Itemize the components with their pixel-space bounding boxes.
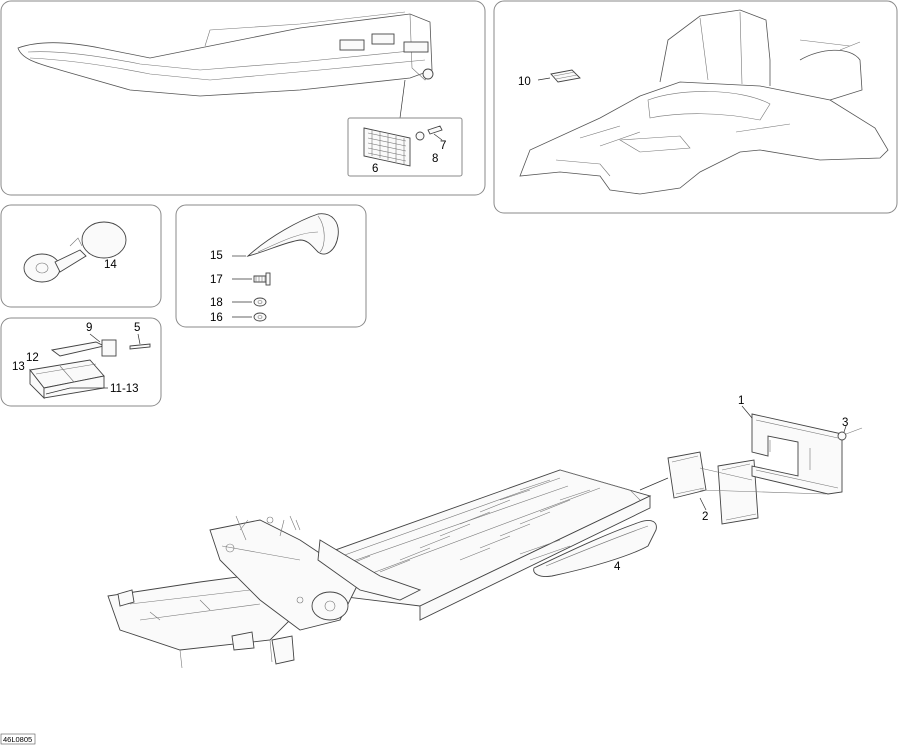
- hand-guard: [246, 213, 339, 257]
- panel-rear-reflector: 7 8 6: [0, 0, 486, 196]
- leader-7: [433, 133, 443, 141]
- steering-bracket: [317, 539, 422, 601]
- callout-6: 6: [372, 163, 378, 175]
- rear-marker-center: [371, 33, 395, 45]
- callout-13: 13: [12, 361, 25, 373]
- reference-code-box: [0, 733, 36, 745]
- bumper-mount-bolt: [422, 68, 434, 80]
- callout-18: 18: [210, 297, 223, 309]
- callout-11-13: 11-13: [110, 383, 139, 395]
- callout-7: 7: [440, 140, 446, 152]
- snow-flap-left: [667, 451, 707, 499]
- horn-base: [23, 253, 61, 283]
- handguard-nut: [253, 312, 267, 322]
- snow-flap-right: [717, 459, 759, 525]
- rear-marker-left: [339, 39, 365, 51]
- handguard-screw: [253, 272, 271, 286]
- leader-2: [639, 477, 707, 511]
- panel-hood: 10: [493, 0, 898, 214]
- drive-axle-housing: [311, 591, 349, 621]
- horn-bell: [81, 221, 127, 259]
- front-frame-mount-right: [271, 635, 295, 665]
- panel-frame-hood: [493, 0, 898, 214]
- callout-1: 1: [738, 395, 744, 407]
- rear-reflector: [363, 127, 411, 167]
- callout-10: 10: [518, 76, 531, 88]
- leader-3: [843, 425, 847, 433]
- callout-16: 16: [210, 312, 223, 324]
- tool-box: [29, 359, 105, 400]
- callout-4: 4: [614, 561, 621, 573]
- leader-9: [89, 333, 101, 343]
- panel-handguard: 15 17 18 16: [175, 204, 367, 328]
- rear-flap: [751, 413, 843, 495]
- callout-14: 14: [104, 259, 117, 271]
- rear-marker-right: [403, 41, 429, 53]
- reflector-screw: [427, 125, 443, 135]
- flap-guide-lines: [699, 467, 827, 495]
- horn-stem: [54, 249, 87, 273]
- reference-code: 46L0805: [3, 735, 32, 744]
- rear-bumper-drawing: [17, 11, 434, 97]
- leader-1: [741, 405, 753, 419]
- chassis-frame: [107, 469, 652, 669]
- leader-5: [137, 333, 141, 345]
- rear-flap-fastener: [837, 427, 863, 441]
- horn-assembly: [23, 221, 127, 283]
- callout-12: 12: [26, 352, 39, 364]
- callout-9: 9: [86, 322, 92, 334]
- strap-rivet: [129, 343, 151, 350]
- reflector-washer: [415, 131, 425, 141]
- panel-horn: 14: [0, 204, 162, 308]
- callout-8: 8: [432, 153, 438, 165]
- leader-10: [537, 77, 551, 81]
- callout-3: 3: [842, 417, 848, 429]
- front-frame: [107, 573, 301, 651]
- callout-15: 15: [210, 250, 223, 262]
- front-frame-mount-left: [117, 589, 135, 607]
- running-board: [533, 519, 657, 577]
- callout-17: 17: [210, 274, 223, 286]
- callout-5: 5: [134, 322, 140, 334]
- hood-decal: [550, 69, 581, 83]
- panel-toolbox: 9 5 12 13 11-13: [0, 317, 162, 407]
- tool-box-strap: [50, 339, 117, 357]
- leader-11-13: [45, 387, 108, 395]
- callout-2: 2: [702, 511, 708, 523]
- hood-drawing: [519, 9, 889, 195]
- handguard-washer: [253, 297, 267, 307]
- leader-reflector: [399, 79, 406, 119]
- panel-frame-handguard: [175, 204, 367, 328]
